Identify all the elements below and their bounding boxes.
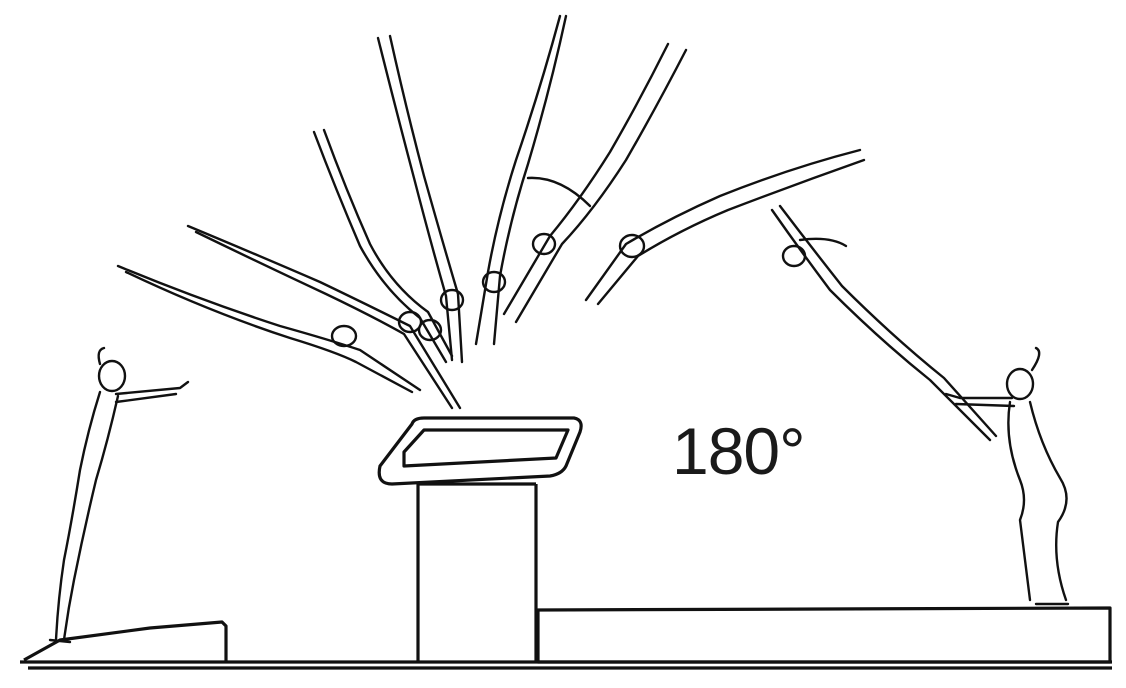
- torso-back: [62, 394, 120, 642]
- vault-top-inner: [402, 428, 570, 468]
- head: [97, 359, 127, 393]
- torso: [1007, 400, 1032, 602]
- gymnast-landing: [944, 346, 1070, 606]
- arm-lower: [954, 402, 1016, 408]
- hair: [1030, 346, 1041, 372]
- torso-back: [1028, 400, 1068, 602]
- gymnast-handstand: [474, 14, 568, 346]
- gymnast-support-2: [376, 34, 465, 364]
- arm: [944, 392, 1014, 400]
- arm: [114, 380, 190, 396]
- torso: [54, 390, 102, 642]
- feet: [48, 638, 72, 644]
- apparatus: [20, 416, 1112, 670]
- hair: [97, 346, 106, 366]
- vault-top: [377, 416, 583, 486]
- vault-column: [416, 482, 538, 662]
- gymnast-repulsion: [502, 42, 688, 324]
- springboard: [23, 620, 228, 662]
- gymnast-postflight-2: [770, 204, 998, 442]
- arm-lower: [114, 392, 178, 404]
- head: [1005, 367, 1035, 401]
- gymnast-preflight-1: [116, 264, 422, 394]
- rotation-angle-label: 180°: [672, 414, 806, 488]
- gymnast-run-up: [48, 346, 190, 644]
- landing-mat: [536, 606, 1112, 664]
- gymnast-postflight-1: [584, 148, 866, 306]
- gymnast-support-1: [312, 128, 454, 364]
